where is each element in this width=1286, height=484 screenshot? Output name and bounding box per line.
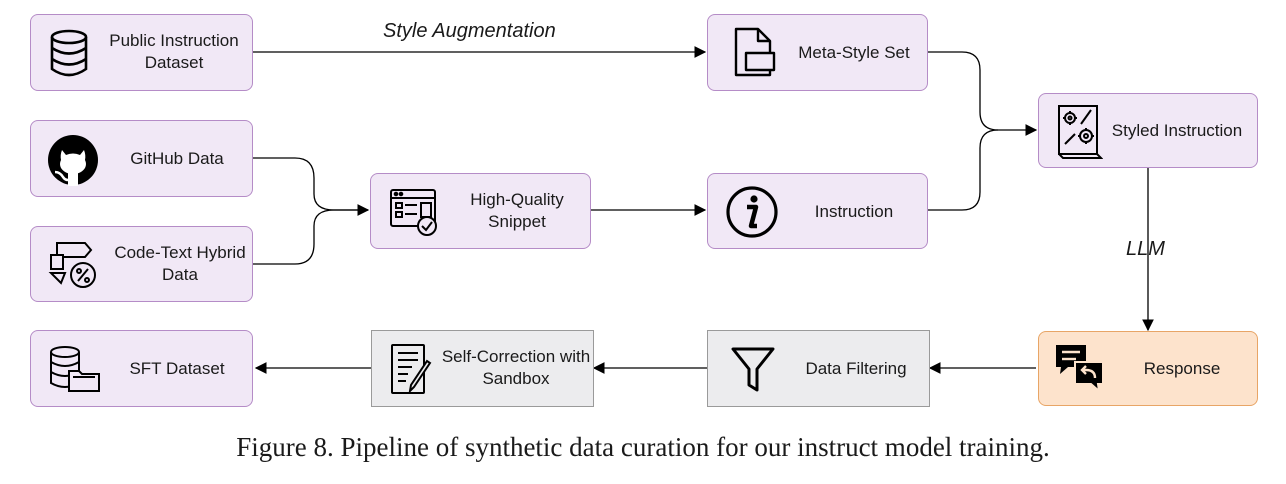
label-response: Response bbox=[1143, 359, 1221, 378]
node-meta-style: Meta-Style Set bbox=[707, 14, 928, 91]
label-public-dataset: Public Instruction Dataset bbox=[109, 31, 239, 72]
database-folder-icon bbox=[50, 346, 100, 392]
file-icon bbox=[734, 27, 776, 77]
label-sft: SFT Dataset bbox=[129, 359, 225, 378]
style-augmentation-label: Style Augmentation bbox=[383, 20, 556, 42]
document-edit-icon bbox=[391, 344, 432, 394]
chat-reply-icon bbox=[1056, 345, 1104, 394]
node-instruction: Instruction bbox=[707, 173, 928, 249]
figure-caption: Figure 8. Pipeline of synthetic data cur… bbox=[236, 432, 1050, 462]
node-sft: SFT Dataset bbox=[30, 330, 253, 407]
github-icon bbox=[48, 135, 98, 186]
label-instruction: Instruction bbox=[814, 202, 894, 221]
node-public-dataset: Public Instruction Dataset bbox=[30, 14, 253, 91]
checklist-window-icon bbox=[390, 189, 437, 236]
label-meta-style: Meta-Style Set bbox=[798, 43, 910, 62]
label-filtering: Data Filtering bbox=[805, 359, 907, 378]
label-github: GitHub Data bbox=[130, 149, 224, 168]
llm-label: LLM bbox=[1126, 238, 1165, 260]
node-styled: Styled Instruction bbox=[1038, 93, 1258, 168]
edge-instruction-to-styled bbox=[928, 129, 999, 211]
code-text-icon bbox=[48, 242, 96, 288]
database-icon bbox=[50, 29, 88, 77]
label-code-text: Code-Text Hybrid Data bbox=[114, 243, 246, 284]
node-self-correction: Self-Correction with Sandbox bbox=[371, 330, 594, 407]
node-github: GitHub Data bbox=[30, 120, 253, 197]
settings-book-icon bbox=[1058, 105, 1103, 159]
node-code-text: Code-Text Hybrid Data bbox=[30, 226, 253, 302]
edge-meta-to-styled bbox=[928, 51, 1038, 136]
edge-github-to-snippet bbox=[253, 157, 370, 216]
label-styled: Styled Instruction bbox=[1111, 121, 1243, 140]
edge-codetext-to-snippet bbox=[253, 209, 368, 265]
label-snippet: High-Quality Snippet bbox=[470, 190, 564, 231]
node-response: Response bbox=[1038, 331, 1258, 406]
filter-icon bbox=[731, 347, 775, 392]
info-icon bbox=[726, 186, 778, 238]
node-filtering: Data Filtering bbox=[707, 330, 930, 407]
node-snippet: High-Quality Snippet bbox=[370, 173, 591, 249]
label-self-correction: Self-Correction with Sandbox bbox=[441, 347, 591, 388]
